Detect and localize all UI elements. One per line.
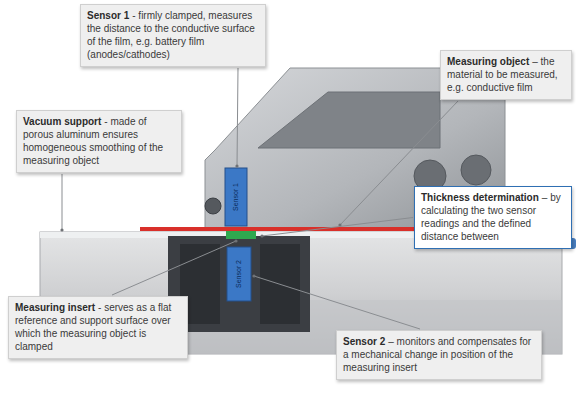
leader-line [262, 218, 413, 237]
leader-dot [234, 239, 237, 242]
callout-box: Vacuum support- made of porous aluminum … [16, 110, 182, 173]
measuring-insert-cutaway [168, 236, 310, 332]
leader-line [254, 276, 420, 329]
sensor-1-body [225, 168, 247, 226]
callout-box: Measuring insert- serves as a flat refer… [8, 296, 188, 359]
leader-dot [252, 274, 255, 277]
callout-heading: Measuring object [447, 56, 529, 67]
callout-box: Thickness determination– by calculating … [414, 186, 572, 249]
callout-box: Measuring object– the material to be mea… [440, 50, 572, 100]
arm-cutout [258, 92, 440, 148]
leader-line [112, 241, 236, 295]
callout-box: Sensor 2– monitors and compensates for a… [336, 330, 542, 380]
callout-heading: Thickness determination [421, 192, 539, 203]
callout-heading: Sensor 2 [343, 336, 385, 347]
leader-dot [235, 164, 238, 167]
arm-hole [461, 155, 491, 185]
sensor-2-body [227, 247, 251, 301]
measuring-insert-surface [226, 231, 256, 239]
callout-box: Sensor 1- firmly clamped, measures the d… [80, 4, 266, 67]
callout-heading: Vacuum support [23, 116, 101, 127]
sensor-label: Sensor 2 [235, 260, 243, 288]
leader-dot [260, 234, 263, 237]
leader-line [62, 174, 63, 230]
callout-heading: Measuring insert [15, 302, 95, 313]
sensor-label: Sensor 1 [232, 183, 240, 211]
callout-heading: Sensor 1 [87, 10, 129, 21]
leader-line [237, 68, 238, 166]
leader-dot [60, 228, 63, 231]
clamp-bolt [205, 198, 221, 214]
